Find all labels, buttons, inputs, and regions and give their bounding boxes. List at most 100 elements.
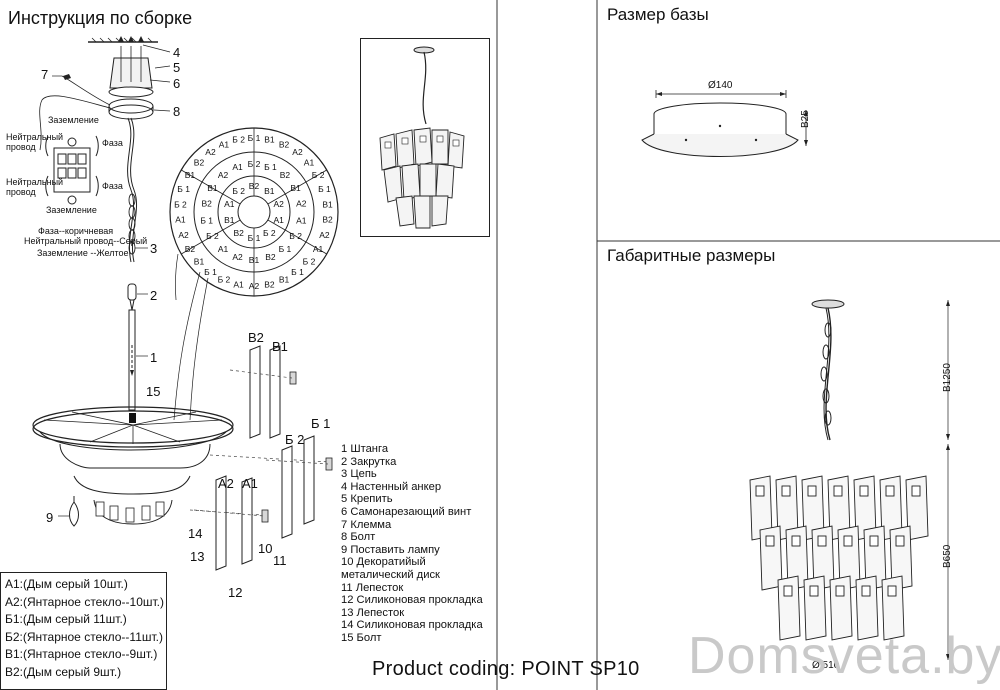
ring-label: А2 bbox=[319, 230, 330, 240]
callout-12: 12 bbox=[228, 585, 243, 600]
callout-6: 6 bbox=[173, 76, 181, 91]
ring-label: В2 bbox=[233, 228, 244, 238]
parts-list-item: 11 Лепесток bbox=[341, 581, 404, 594]
ring-label: В1 bbox=[290, 183, 301, 193]
wiring-legend-ground: Заземление --Желтое bbox=[37, 248, 129, 258]
ring-label: Б 2 bbox=[174, 199, 187, 209]
parts-list-item: 7 Клемма bbox=[341, 518, 392, 531]
ring-label: Б 2 bbox=[218, 275, 231, 285]
panel-label-a2: А2 bbox=[218, 476, 234, 491]
petal-panels bbox=[193, 345, 333, 571]
callout-1: 1 bbox=[150, 350, 158, 365]
parts-list-item: 12 Силиконовая прокладка bbox=[341, 594, 483, 607]
ring-label: Б 1 bbox=[200, 215, 213, 225]
callout-3: 3 bbox=[150, 241, 158, 256]
ring-label: А2 bbox=[249, 281, 260, 291]
ring-label: Б 1 bbox=[318, 184, 331, 194]
overall-chain-height-label: B1250 bbox=[942, 363, 953, 392]
petal-window bbox=[885, 485, 895, 497]
ring-label: А1 bbox=[175, 215, 186, 225]
overall-body-height-label: B650 bbox=[942, 544, 953, 568]
ring-label: А1 bbox=[219, 139, 230, 149]
ring-label: Б 1 bbox=[177, 184, 190, 194]
glass-list-item: Б2:(Янтарное стекло--11шт.) bbox=[5, 629, 163, 644]
wiring-legend-neutral: Нейтральный провод--Серый bbox=[24, 236, 148, 246]
ring-label: В2 bbox=[201, 199, 212, 209]
petal-window bbox=[861, 585, 871, 597]
ring-label: А2 bbox=[296, 199, 307, 209]
wiring-legend-phase: Фаза--коричневая bbox=[38, 226, 114, 236]
wiring-phase-1: Фаза bbox=[102, 138, 123, 148]
wiring-neutral-1: Нейтральный провод bbox=[6, 132, 64, 152]
ring-label: А1 bbox=[224, 199, 235, 209]
callout-10: 10 bbox=[258, 541, 273, 556]
petal-window bbox=[869, 535, 879, 547]
ring-label: А1 bbox=[304, 158, 315, 168]
frame-diagram bbox=[32, 406, 331, 527]
panel-label-b1: В1 bbox=[272, 339, 288, 354]
product-thumbnail bbox=[360, 38, 490, 237]
ring-label: А1 bbox=[313, 244, 324, 254]
ceiling-mount-diagram bbox=[39, 36, 171, 411]
petal-window bbox=[791, 535, 801, 547]
petal-window bbox=[783, 585, 793, 597]
ring-label: В2 bbox=[194, 158, 205, 168]
panel-label-b2: В2 bbox=[248, 330, 264, 345]
wiring-neutral-2: Нейтральный провод bbox=[6, 177, 64, 197]
ring-spoke bbox=[267, 169, 327, 205]
ring-label: В1 bbox=[224, 215, 235, 225]
glass-list-item: В1:(Янтарное стекло--9шт.) bbox=[5, 647, 158, 662]
overall-diameter-label: Ø 510 bbox=[812, 660, 840, 671]
parts-list-item: 9 Поставить лампу bbox=[341, 543, 440, 556]
product-coding: Product coding: POINT SP10 bbox=[372, 658, 640, 680]
ring-label: В1 bbox=[207, 183, 218, 193]
ring-label: Б 1 bbox=[204, 267, 217, 277]
ring-label: А2 bbox=[178, 230, 189, 240]
callout-14: 14 bbox=[188, 526, 203, 541]
ring-label: В1 bbox=[264, 186, 275, 196]
petal-window bbox=[895, 535, 905, 547]
rod-bolt bbox=[129, 413, 136, 423]
petal-window bbox=[911, 485, 921, 497]
petal-window bbox=[781, 485, 791, 497]
ring-label: В1 bbox=[322, 199, 333, 209]
parts-list-item: 13 Лепесток bbox=[341, 606, 405, 619]
ring-label: Б 2 bbox=[232, 135, 245, 145]
wiring-block bbox=[45, 135, 99, 205]
callout-13: 13 bbox=[190, 549, 205, 564]
ring-spoke bbox=[267, 219, 327, 255]
assembly-title: Инструкция по сборке bbox=[8, 8, 193, 28]
parts-list-item: 4 Настенный анкер bbox=[341, 480, 442, 493]
wiring-phase-2: Фаза bbox=[102, 181, 123, 191]
petal-window bbox=[859, 485, 869, 497]
parts-list-item: 5 Крепить bbox=[341, 493, 393, 506]
petal-shape bbox=[777, 575, 801, 641]
petal-window bbox=[817, 535, 827, 547]
overall-size-title: Габаритные размеры bbox=[607, 246, 776, 265]
ring-label: В2 bbox=[264, 279, 275, 289]
panel-label-bb2: Б 2 bbox=[285, 432, 305, 447]
base-diameter-label: Ø140 bbox=[708, 80, 733, 91]
callout-15: 15 bbox=[146, 384, 161, 399]
glass-list-item: А1:(Дым серый 10шт.) bbox=[5, 577, 128, 591]
petal-shape bbox=[855, 575, 879, 641]
ring-label: А1 bbox=[273, 215, 284, 225]
petal-shape bbox=[905, 475, 929, 541]
callout-5: 5 bbox=[173, 60, 181, 75]
ring-label: Б 1 bbox=[279, 244, 292, 254]
base-size-drawing bbox=[641, 90, 808, 157]
ring-label: Б 2 bbox=[303, 257, 316, 267]
panel-label-bb1: Б 1 bbox=[311, 416, 331, 431]
callout-2: 2 bbox=[150, 288, 158, 303]
ring-label: В2 bbox=[280, 170, 291, 180]
ring-label: В2 bbox=[322, 215, 333, 225]
ring-label: Б 2 bbox=[206, 231, 219, 241]
glass-list-item: А2:(Янтарное стекло--10шт.) bbox=[5, 594, 165, 609]
ring-label: А1 bbox=[232, 162, 243, 172]
petal-window bbox=[809, 585, 819, 597]
ring-label: А2 bbox=[232, 252, 243, 262]
ring-spoke bbox=[181, 169, 241, 205]
callout-9: 9 bbox=[46, 510, 54, 525]
